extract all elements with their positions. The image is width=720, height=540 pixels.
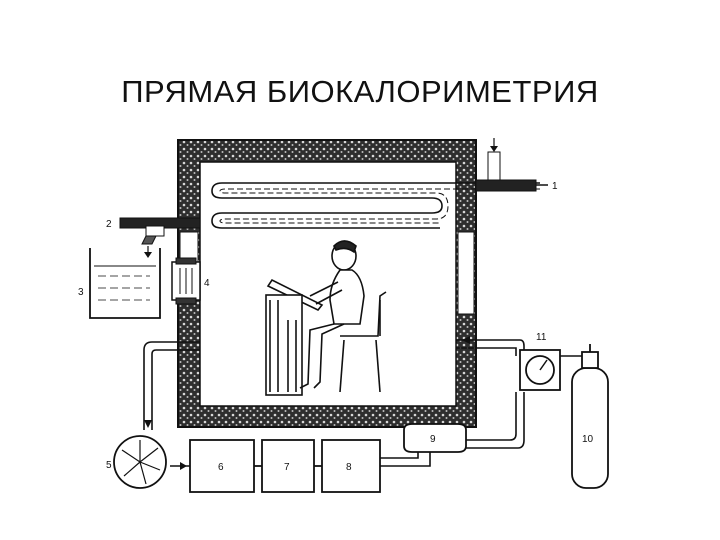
chamber-walls [177, 139, 477, 428]
gas-meter [403, 423, 467, 453]
pressure-gauge [519, 349, 561, 391]
label-3: 3 [78, 287, 84, 298]
label-6: 6 [218, 462, 224, 473]
water-inlet-pipe [475, 138, 548, 192]
water-vessel [89, 248, 161, 319]
label-4: 4 [204, 278, 210, 289]
fan [113, 435, 167, 489]
heat-exchanger-coil [211, 182, 540, 229]
label-7: 7 [284, 462, 290, 473]
subject-person [265, 240, 387, 396]
label-5: 5 [106, 460, 112, 471]
label-10: 10 [582, 434, 594, 445]
label-2: 2 [106, 219, 112, 230]
oxygen-cylinder [571, 344, 609, 489]
water-outlet-pipe [119, 217, 201, 258]
heater-device [171, 257, 201, 305]
label-9: 9 [430, 434, 436, 445]
label-11: 11 [536, 332, 547, 343]
number-labels: 1 2 3 4 5 6 7 8 9 10 11 [78, 181, 594, 473]
slide-title: ПРЯМАЯ БИОКАЛОРИМЕТРИЯ [121, 74, 599, 109]
label-1: 1 [552, 181, 558, 192]
label-8: 8 [346, 462, 352, 473]
absorber-boxes [189, 439, 381, 493]
air-circuit-pipes [143, 336, 590, 470]
